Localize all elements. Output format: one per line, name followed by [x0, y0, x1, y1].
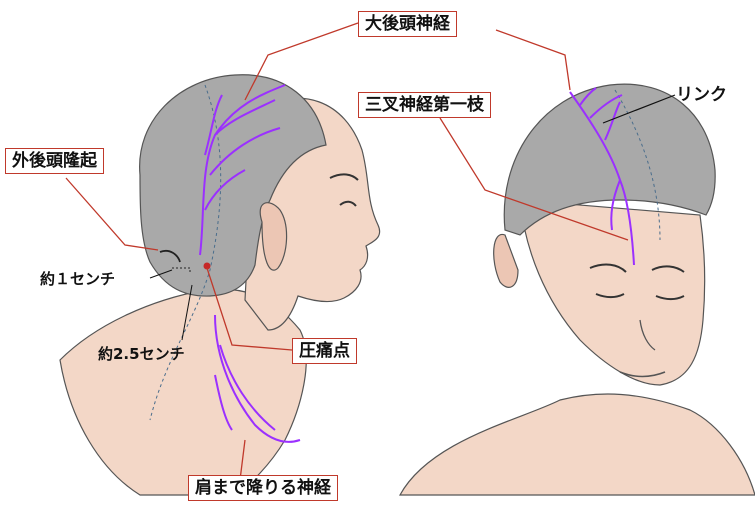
label-tender-point: 圧痛点: [292, 338, 357, 364]
right-ear-left: [494, 234, 518, 287]
label-nerve-to-shoulder: 肩まで降りる神経: [188, 475, 338, 501]
label-trigeminal-first-branch: 三叉神経第一枝: [358, 92, 491, 118]
label-approx-2-5cm: 約2.5センチ: [98, 343, 185, 364]
label-greater-occipital-nerve: 大後頭神経: [358, 11, 457, 37]
label-external-occipital-protuberance: 外後頭隆起: [5, 148, 104, 174]
label-approx-1cm: 約１センチ: [40, 268, 115, 289]
leader-greater-occipital-right: [496, 30, 570, 90]
label-ring: リンク: [676, 80, 727, 105]
right-head-figure: [400, 84, 755, 495]
right-neck-shoulder: [400, 394, 755, 495]
